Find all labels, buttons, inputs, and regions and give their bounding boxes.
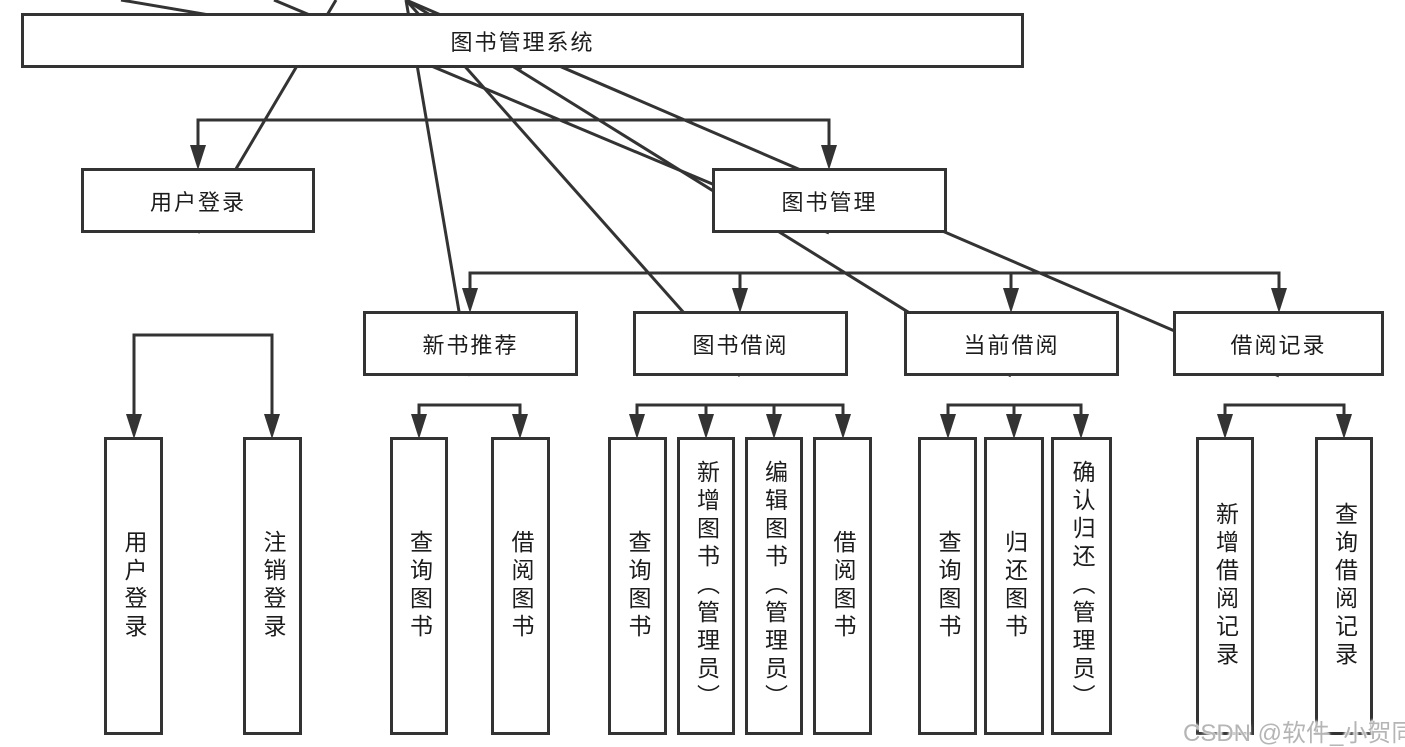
leaf-nbr-borrow: 借阅图书: [491, 437, 550, 735]
node-book-mgmt: 图书管理: [712, 168, 947, 233]
node-book-mgmt-label: 图书管理: [781, 189, 878, 215]
leaf-br-query-label: 查询借阅记录: [1331, 502, 1358, 670]
leaf-bb-edit-label: 编辑图书（管理员）: [761, 460, 788, 712]
leaf-bb-borrow: 借阅图书: [813, 437, 872, 735]
leaf-br-add: 新增借阅记录: [1196, 437, 1254, 735]
watermark: CSDN @软件_小贺同学: [1183, 720, 1405, 747]
leaf-cb-query: 查询图书: [918, 437, 977, 735]
leaf-nbr-query: 查询图书: [390, 437, 448, 735]
leaf-nbr-borrow-label: 借阅图书: [508, 530, 534, 642]
leaf-cb-query-label: 查询图书: [935, 530, 961, 642]
leaf-bb-add-label: 新增图书（管理员）: [693, 460, 720, 712]
node-current-borrow: 当前借阅: [904, 311, 1119, 376]
leaf-user-login: 用户登录: [104, 437, 163, 735]
node-book-borrow-label: 图书借阅: [692, 332, 789, 358]
node-root-label: 图书管理系统: [450, 29, 595, 55]
leaf-br-query: 查询借阅记录: [1315, 437, 1373, 735]
node-borrow-records-label: 借阅记录: [1230, 332, 1327, 358]
leaf-cb-confirm: 确认归还（管理员）: [1051, 437, 1112, 735]
node-current-borrow-label: 当前借阅: [963, 332, 1060, 358]
leaf-bb-edit: 编辑图书（管理员）: [745, 437, 803, 735]
leaf-cb-return-label: 归还图书: [1001, 530, 1028, 642]
node-book-borrow: 图书借阅: [633, 311, 848, 376]
leaf-logout-label: 注销登录: [260, 530, 286, 642]
node-user-login: 用户登录: [81, 168, 315, 233]
leaf-br-add-label: 新增借阅记录: [1212, 502, 1239, 670]
node-user-login-label: 用户登录: [149, 189, 246, 215]
leaf-bb-add: 新增图书（管理员）: [677, 437, 735, 735]
node-root: 图书管理系统: [21, 13, 1024, 68]
leaf-nbr-query-label: 查询图书: [406, 530, 433, 642]
leaf-user-login-label: 用户登录: [121, 530, 147, 642]
leaf-bb-borrow-label: 借阅图书: [830, 530, 856, 642]
leaf-logout: 注销登录: [243, 437, 302, 735]
node-borrow-records: 借阅记录: [1173, 311, 1384, 376]
node-new-book-rec: 新书推荐: [363, 311, 578, 376]
leaf-bb-query-label: 查询图书: [625, 530, 651, 642]
node-new-book-rec-label: 新书推荐: [422, 332, 519, 358]
leaf-cb-confirm-label: 确认归还（管理员）: [1069, 460, 1095, 712]
leaf-cb-return: 归还图书: [984, 437, 1044, 735]
leaf-bb-query: 查询图书: [608, 437, 667, 735]
